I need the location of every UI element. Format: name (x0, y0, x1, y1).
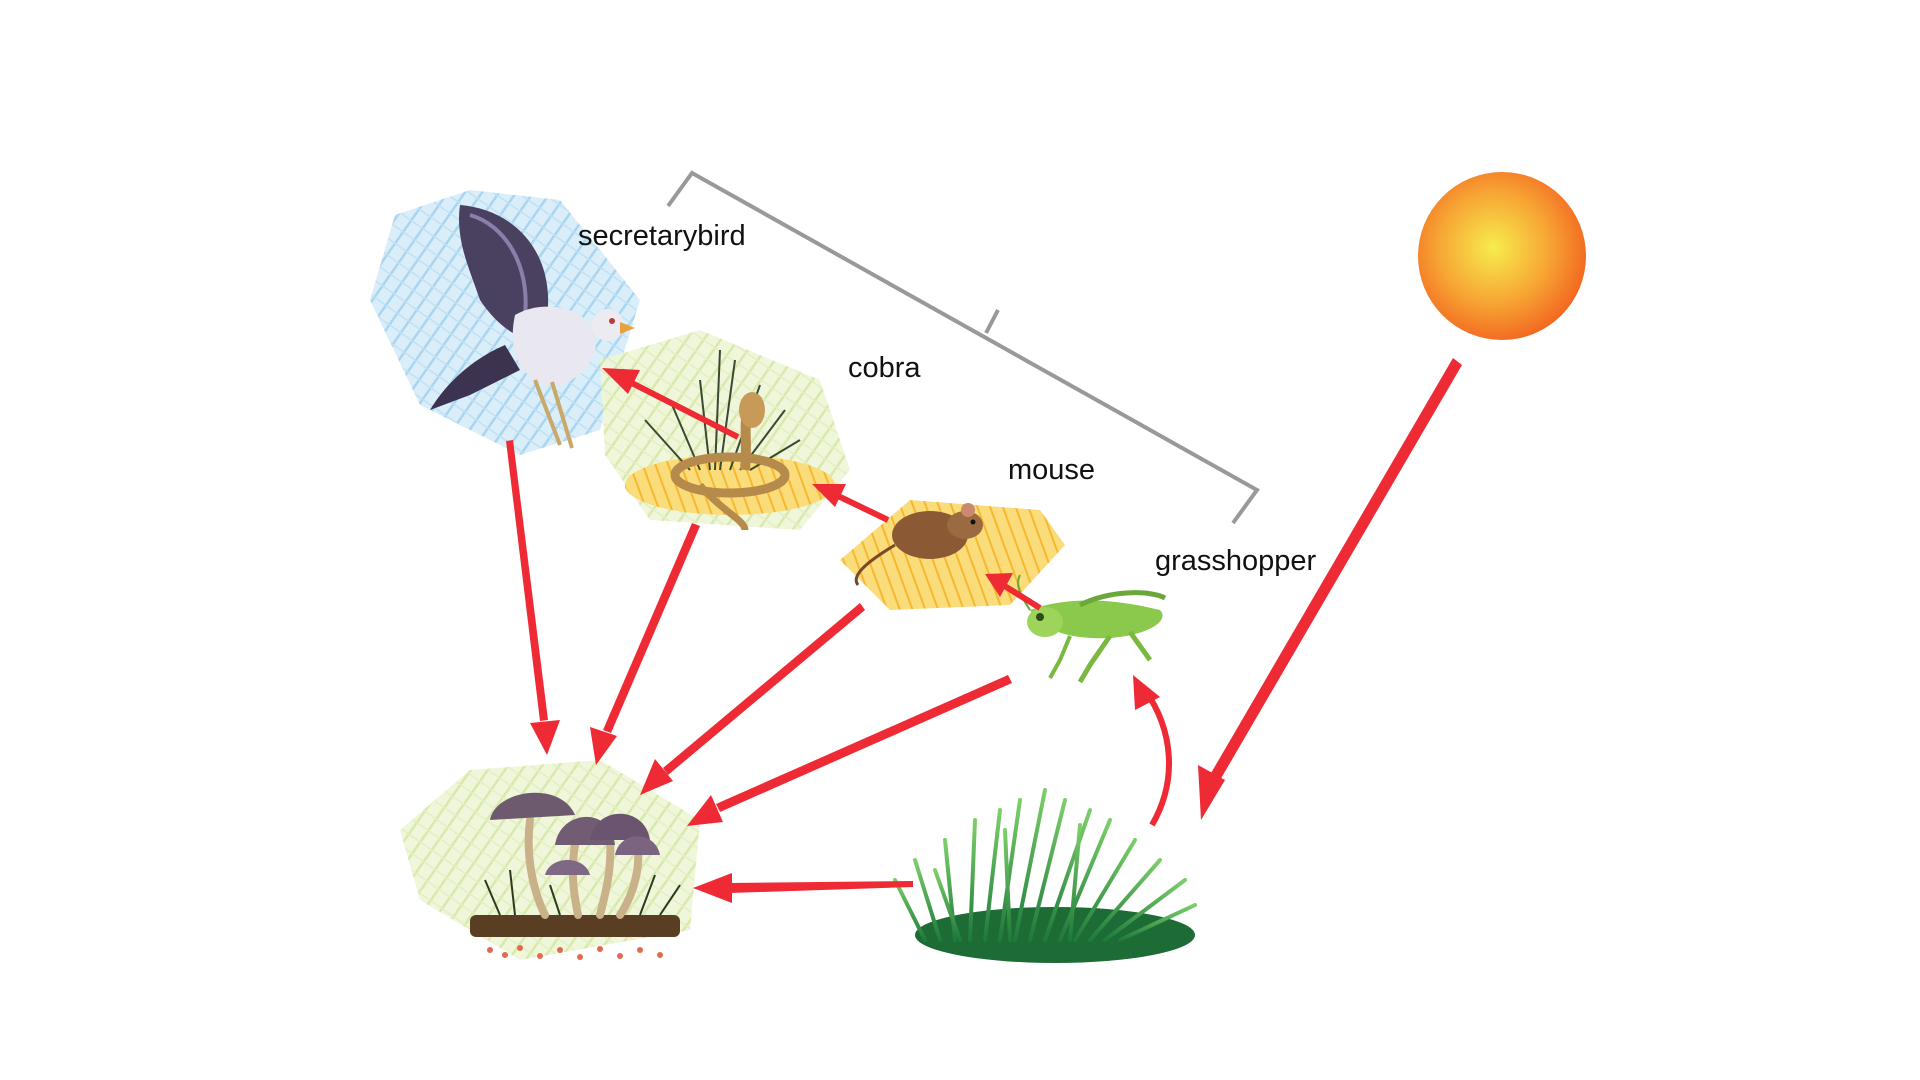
label-mouse: mouse (1008, 454, 1095, 486)
consumers-bracket (666, 170, 1260, 525)
label-cobra: cobra (848, 352, 921, 384)
secretarybird-icon (370, 190, 640, 455)
mushroom-icon (400, 760, 700, 960)
energy-flow-arrows (506, 358, 1462, 903)
mouse-icon (840, 500, 1065, 610)
sun-icon (1418, 172, 1586, 340)
arrow-grasshopper-to-mouse (985, 573, 1042, 611)
arrow-mouse-to-mushrooms (640, 603, 865, 795)
arrow-mouse-to-cobra (812, 484, 890, 523)
arrow-cobra-to-secretarybird (602, 368, 740, 440)
grasshopper-icon (1017, 574, 1167, 684)
arrow-secretarybird-to-mushrooms (506, 440, 560, 755)
label-grasshopper: grasshopper (1155, 545, 1317, 577)
arrow-grass-to-grasshopper (1133, 675, 1172, 827)
arrow-sun-to-grass (1198, 358, 1462, 820)
arrow-grass-to-mushrooms (693, 873, 913, 903)
grass-icon (893, 783, 1197, 963)
arrow-grasshopper-to-mushrooms (687, 675, 1012, 826)
label-secretarybird: secretarybird (578, 220, 746, 252)
arrow-cobra-to-mushrooms (590, 523, 700, 765)
